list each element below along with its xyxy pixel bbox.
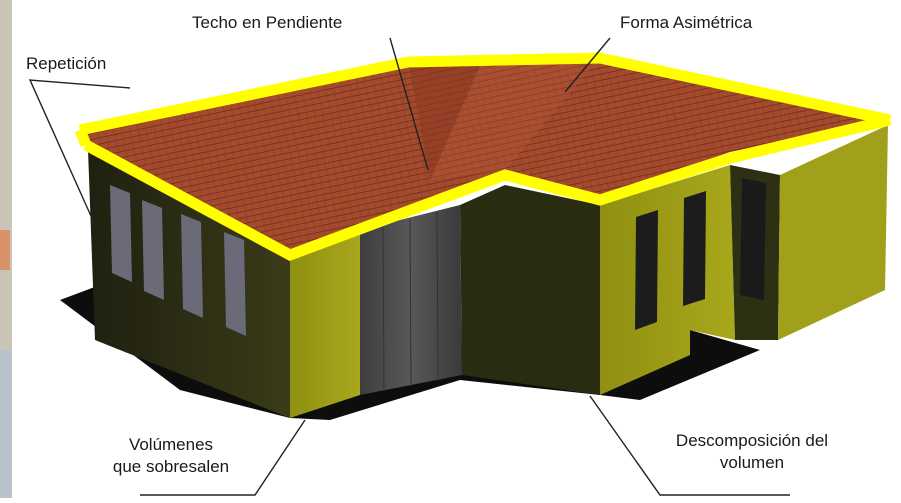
right-windows (635, 191, 706, 330)
label-volumenes-line2: que sobresalen (112, 457, 230, 476)
right-side-wall (778, 125, 888, 340)
label-descomposicion-line2: volumen (719, 453, 785, 472)
central-panel (360, 205, 462, 395)
label-volumenes-line1: Volúmenes (128, 435, 214, 454)
label-forma: Forma Asimétrica (620, 13, 753, 32)
label-descomposicion: Descomposición del volumen (652, 430, 852, 474)
label-techo: Techo en Pendiente (192, 13, 343, 32)
label-volumenes: Volúmenes que sobresalen (76, 434, 266, 478)
leader-descomposicion (589, 395, 790, 496)
label-repeticion: Repetición (26, 54, 107, 73)
leader-repeticion (28, 79, 131, 226)
roof-edge-front (83, 114, 892, 262)
label-descomposicion-line1: Descomposición del (675, 431, 829, 450)
roof (80, 58, 890, 255)
recess-wall (460, 185, 600, 395)
leader-forma (564, 37, 611, 93)
front-wall-left (290, 230, 360, 418)
leader-volumenes (140, 419, 306, 496)
leader-techo (389, 37, 429, 171)
leader-lines (28, 37, 790, 496)
left-windows (110, 185, 246, 336)
roof-edge (78, 52, 892, 136)
